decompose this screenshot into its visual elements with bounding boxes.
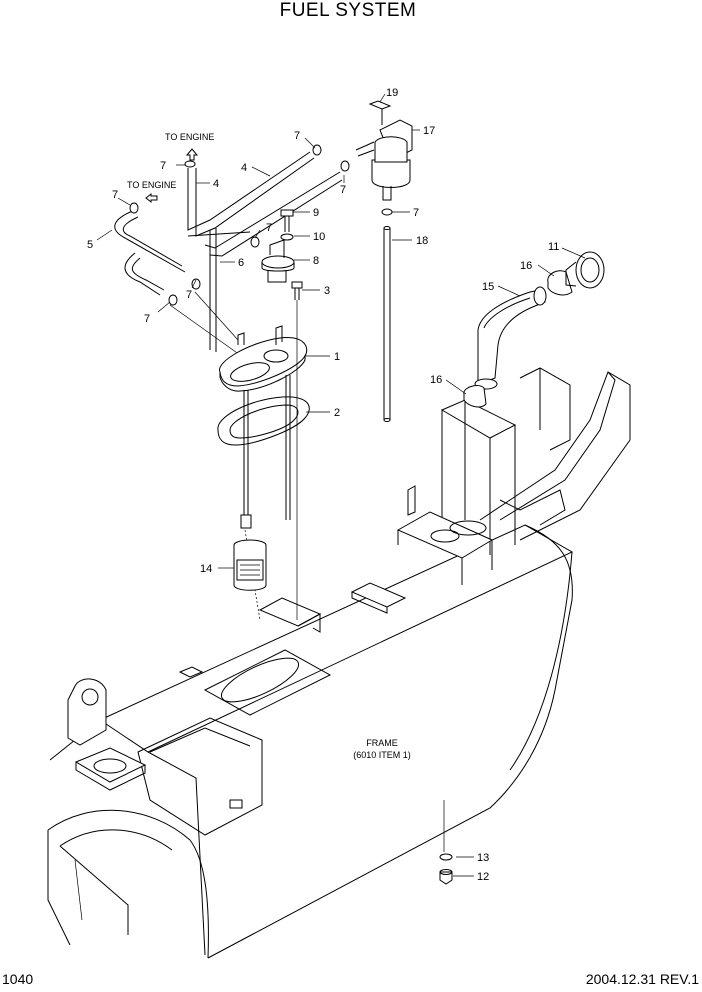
callout-15: 15 — [482, 281, 494, 293]
callout-7g: 7 — [144, 313, 150, 325]
fuel-sender-assembly — [217, 209, 310, 621]
callout-1: 1 — [334, 351, 340, 363]
callout-11: 11 — [548, 241, 559, 253]
callout-4a: 4 — [213, 178, 219, 190]
callout-7h: 7 — [413, 207, 419, 219]
callout-18: 18 — [416, 235, 428, 247]
callout-7c: 7 — [294, 130, 300, 142]
callout-8: 8 — [313, 255, 319, 267]
callout-4b: 4 — [241, 162, 247, 174]
frame-body — [47, 524, 574, 959]
to-engine-arrows — [145, 148, 199, 204]
callout-16b: 16 — [430, 374, 442, 386]
callout-9: 9 — [313, 207, 319, 219]
callout-7d: 7 — [340, 184, 346, 196]
filler-neck-assembly — [463, 251, 605, 408]
water-separator — [355, 100, 413, 201]
strainer — [233, 539, 267, 591]
callout-13: 13 — [477, 852, 489, 864]
to-engine-label-2: TO ENGINE — [127, 180, 176, 190]
frame-label: FRAME — [366, 738, 398, 748]
page-title: FUEL SYSTEM — [280, 0, 417, 21]
hose-clamps — [129, 144, 393, 306]
fuel-lines — [114, 151, 391, 422]
callout-7b: 7 — [112, 189, 118, 201]
revision-date: 2004.12.31 REV.1 — [586, 971, 699, 987]
callout-3: 3 — [324, 285, 330, 297]
to-engine-label-1: TO ENGINE — [165, 132, 214, 142]
callout-5: 5 — [87, 239, 93, 251]
callout-10: 10 — [313, 231, 325, 243]
callouts: 1 2 3 4 4 5 6 7 7 7 7 7 7 7 7 8 9 10 11 … — [87, 87, 559, 883]
callout-6: 6 — [238, 257, 244, 269]
callout-7a: 7 — [160, 160, 166, 172]
frame-item-label: (6010 ITEM 1) — [353, 750, 411, 760]
callout-14: 14 — [200, 563, 212, 575]
frame-structure — [396, 367, 631, 585]
callout-2: 2 — [334, 407, 340, 419]
callout-12: 12 — [477, 871, 489, 883]
callout-19: 19 — [386, 87, 398, 99]
callout-17: 17 — [423, 125, 435, 137]
callout-16a: 16 — [520, 260, 532, 272]
callout-7e: 7 — [266, 222, 272, 234]
page-number: 1040 — [2, 971, 33, 987]
callout-7f: 7 — [186, 289, 192, 301]
leader-lines — [96, 93, 586, 877]
drain-plug — [439, 853, 453, 885]
